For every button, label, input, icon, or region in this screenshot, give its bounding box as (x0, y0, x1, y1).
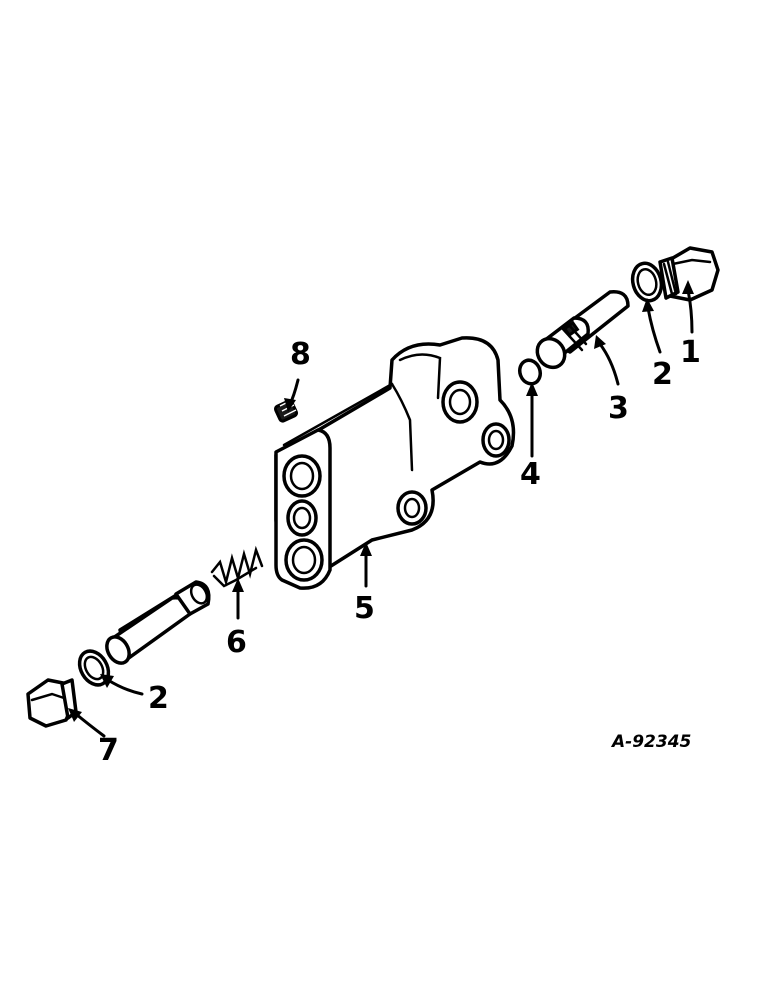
part-hex-plug-top (658, 246, 720, 302)
leader-lines (68, 280, 694, 738)
part-valve-body (274, 336, 516, 590)
callout-3: 3 (608, 391, 629, 426)
part-o-ring (517, 358, 543, 386)
callout-2-top: 2 (652, 357, 673, 392)
callout-4: 4 (520, 457, 541, 492)
figure-reference-code: A-92345 (610, 732, 691, 752)
part-valve-spool (535, 290, 630, 370)
part-washer-top (630, 261, 664, 303)
part-hex-plug-bottom (26, 678, 78, 728)
callout-5: 5 (354, 591, 375, 626)
callout-6: 6 (226, 625, 247, 660)
part-plunger (105, 580, 211, 665)
callout-2-bottom: 2 (148, 681, 169, 716)
callout-1: 1 (680, 335, 701, 370)
part-washer-bottom (77, 649, 111, 687)
callout-7: 7 (98, 733, 119, 768)
callout-8: 8 (290, 337, 311, 372)
